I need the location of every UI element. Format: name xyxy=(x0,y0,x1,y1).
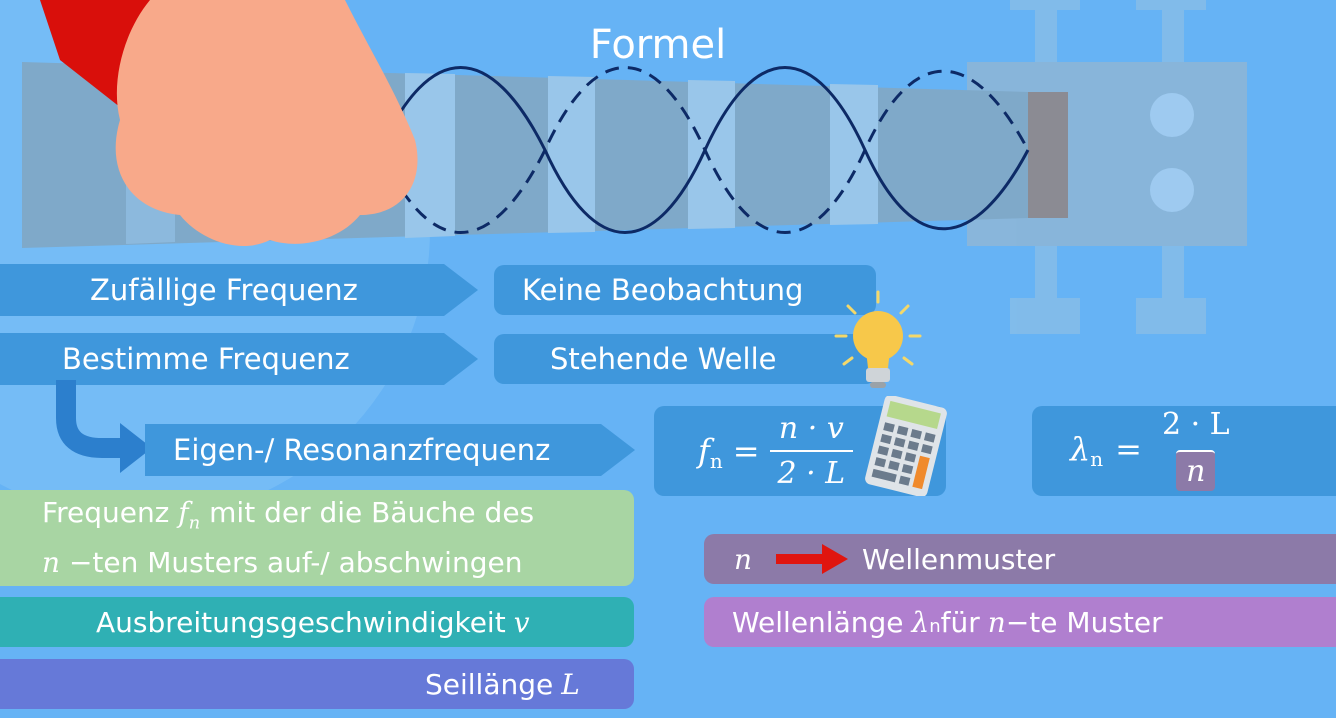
no-observation-band: Keine Beobachtung xyxy=(494,265,876,315)
no-observation-label: Keine Beobachtung xyxy=(522,273,804,307)
standing-wave-label: Stehende Welle xyxy=(550,342,777,376)
determine-frequency-band: Bestimme Frequenz xyxy=(0,333,478,385)
page-title: Formel xyxy=(589,22,727,68)
length-legend: Seillänge L xyxy=(0,659,634,709)
frequency-legend: Frequenz fn mit der die Bäuche des n −te… xyxy=(0,490,634,586)
formula-lambda-symbol: λ xyxy=(1070,430,1091,468)
wavelength-legend-n: n xyxy=(987,605,1006,639)
standing-wave-band: Stehende Welle xyxy=(494,334,876,384)
freq-legend-text-a: Frequenz xyxy=(42,495,179,529)
eigen-frequency-band: Eigen-/ Resonanzfrequenz xyxy=(145,424,635,476)
determine-frequency-label: Bestimme Frequenz xyxy=(62,342,350,376)
formula-f-sub: n xyxy=(709,449,723,473)
wave-dashed xyxy=(378,66,1030,234)
speed-legend-symbol: v xyxy=(513,605,530,639)
formula-lambda-equals: = xyxy=(1115,430,1142,468)
length-legend-symbol: L xyxy=(561,667,580,701)
lightbulb-icon xyxy=(834,290,922,388)
wavelength-legend-text-a: Wellenlänge xyxy=(732,605,904,639)
wavelength-legend-symbol: λ xyxy=(911,605,930,639)
length-legend-text: Seillänge xyxy=(425,667,554,701)
pattern-legend: n Wellenmuster xyxy=(704,534,1336,584)
random-frequency-label: Zufällige Frequenz xyxy=(90,273,358,307)
curved-arrow-icon xyxy=(56,380,152,473)
eigen-frequency-label: Eigen-/ Resonanzfrequenz xyxy=(173,433,551,467)
freq-legend-sub: n xyxy=(188,512,201,534)
formula-f-equals: = xyxy=(732,432,760,470)
calculator-icon xyxy=(865,396,947,496)
formula-lambda-denominator: n xyxy=(1176,450,1216,491)
formula-lambda-sub: n xyxy=(1090,447,1104,471)
formula-f-symbol: f xyxy=(698,432,710,470)
freq-legend-text-c: −ten Musters auf-/ abschwingen xyxy=(60,546,523,580)
pattern-legend-n: n xyxy=(734,542,753,576)
red-arrow-icon xyxy=(776,544,849,574)
formula-f-denominator: 2 · L xyxy=(769,450,854,491)
clamp-block xyxy=(1028,92,1068,218)
formula-lambda-numerator: 2 · L xyxy=(1161,407,1230,442)
speed-legend-text: Ausbreitungsgeschwindigkeit xyxy=(96,605,506,639)
random-frequency-band: Zufällige Frequenz xyxy=(0,264,478,316)
speed-legend: Ausbreitungsgeschwindigkeit v xyxy=(0,597,634,647)
wavelength-legend-text-c: −te Muster xyxy=(1005,605,1163,639)
freq-legend-text-b: mit der die Bäuche des xyxy=(200,495,535,529)
wavelength-legend-sub: n xyxy=(929,615,941,637)
wavelength-legend-text-b: für xyxy=(940,605,980,639)
hand xyxy=(40,0,418,246)
formula-f-numerator: n · v xyxy=(778,411,844,446)
pattern-legend-text: Wellenmuster xyxy=(862,542,1056,576)
wavelength-formula: λ n = 2 · L n xyxy=(1032,406,1336,496)
freq-legend-n: n xyxy=(42,546,61,580)
freq-legend-symbol: f xyxy=(178,495,189,529)
